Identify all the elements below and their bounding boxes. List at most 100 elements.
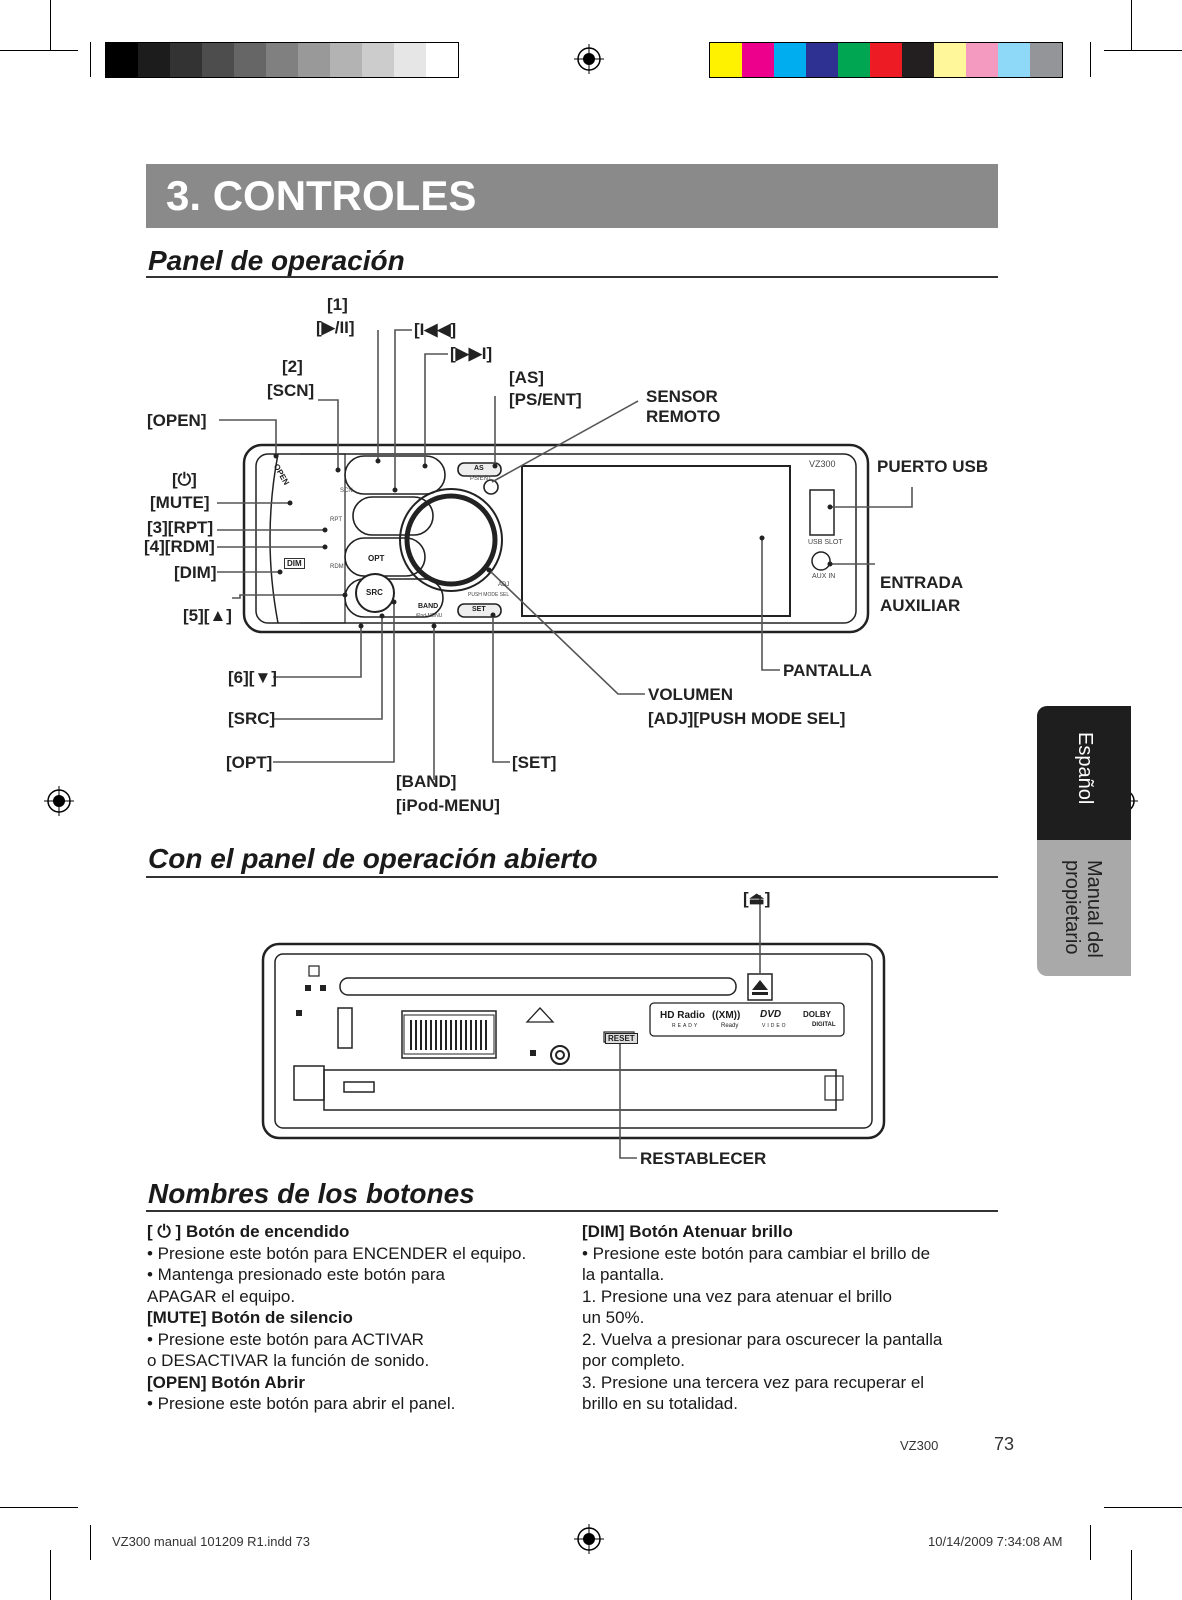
section-rule bbox=[146, 1210, 998, 1212]
desc-line: [OPEN] Botón Abrir bbox=[147, 1372, 306, 1392]
section-heading-button-names: Nombres de los botones bbox=[148, 1178, 475, 1209]
label-usb-port: PUERTO USB bbox=[877, 457, 989, 476]
label-1: [1] bbox=[327, 295, 348, 314]
band-button[interactable]: BAND bbox=[418, 603, 439, 610]
usb-slot-text: USB SLOT bbox=[808, 539, 843, 546]
tab-manual-line2: propietario bbox=[1061, 860, 1083, 955]
desc-line: • Presione este botón para ACTIVAR bbox=[147, 1329, 424, 1349]
label-restablecer: RESTABLECER bbox=[640, 1149, 767, 1168]
label-scn: [SCN] bbox=[267, 381, 315, 400]
color-swatch bbox=[710, 43, 742, 77]
color-swatch bbox=[1030, 43, 1062, 77]
desc-line: • Presione este botón para cambiar el br… bbox=[582, 1243, 931, 1263]
desc-line: 2. Vuelva a presionar para oscurecer la … bbox=[582, 1329, 943, 1349]
xm-ready-text: Ready bbox=[721, 1023, 739, 1029]
color-swatch bbox=[838, 43, 870, 77]
label-rdm: [4][RDM] bbox=[144, 537, 215, 556]
push-mode-text: PUSH MODE SEL bbox=[468, 592, 510, 598]
desc-line: [ ⏻ ] Botón de encendido bbox=[147, 1222, 350, 1241]
footer-filename: VZ300 manual 101209 R1.indd 73 bbox=[112, 1534, 311, 1549]
hd-radio-logo: HD Radio bbox=[660, 1010, 705, 1021]
rpt-small-text: RPT bbox=[330, 517, 342, 523]
section-rule bbox=[146, 876, 998, 878]
label-up: [5][▲] bbox=[183, 606, 232, 625]
label-eject: [⏏] bbox=[743, 889, 771, 908]
color-swatch bbox=[742, 43, 774, 77]
desc-line: un 50%. bbox=[582, 1308, 645, 1327]
desc-line: [DIM] Botón Atenuar brillo bbox=[582, 1222, 793, 1241]
open-panel-diagram bbox=[261, 895, 886, 1159]
ipod-menu-text: iPod-MENU bbox=[416, 613, 443, 619]
registration-mark-icon bbox=[574, 1524, 604, 1554]
section-heading-panel: Panel de operación bbox=[148, 245, 405, 276]
crop-mark bbox=[1090, 1525, 1091, 1560]
registration-mark-icon bbox=[574, 44, 604, 74]
color-swatch bbox=[394, 43, 426, 77]
color-swatch bbox=[998, 43, 1030, 77]
xm-logo: ((XM)) bbox=[712, 1010, 741, 1021]
color-swatch bbox=[138, 43, 170, 77]
tab-espanol[interactable]: Español bbox=[1037, 706, 1131, 840]
label-down: [6][▼] bbox=[228, 668, 277, 687]
color-swatch bbox=[202, 43, 234, 77]
crop-mark bbox=[50, 0, 51, 50]
as-button[interactable]: AS bbox=[474, 465, 484, 472]
crop-mark bbox=[1090, 42, 1091, 77]
footer-timestamp: 10/14/2009 7:34:08 AM bbox=[928, 1534, 1063, 1549]
desc-line: • Mantenga presionado este botón para bbox=[147, 1265, 445, 1284]
label-2: [2] bbox=[282, 357, 303, 376]
crop-mark bbox=[0, 50, 78, 51]
ps-ent-text: PS/ENT bbox=[470, 476, 492, 482]
label-remoto: REMOTO bbox=[646, 407, 721, 426]
rdm-small-text: RDM bbox=[330, 564, 344, 570]
label-prev: [I◀◀] bbox=[414, 320, 457, 339]
chapter-title: 3. CONTROLES bbox=[166, 172, 477, 219]
crop-mark bbox=[50, 1550, 51, 1600]
label-sensor: SENSOR bbox=[646, 387, 718, 406]
crop-mark bbox=[90, 42, 91, 77]
tab-espanol-label: Español bbox=[1074, 732, 1096, 805]
desc-line: • Presione este botón para abrir el pane… bbox=[147, 1394, 456, 1413]
color-swatch bbox=[362, 43, 394, 77]
operation-panel-diagram bbox=[217, 329, 913, 780]
dolby-logo: DOLBY bbox=[803, 1010, 831, 1019]
desc-line: brillo en su totalidad. bbox=[582, 1394, 738, 1413]
desc-line: por completo. bbox=[582, 1351, 685, 1370]
label-mute: [MUTE] bbox=[150, 493, 210, 512]
desc-line: o DESACTIVAR la función de sonido. bbox=[147, 1351, 430, 1370]
label-adj-push-mode-sel: [ADJ][PUSH MODE SEL] bbox=[648, 709, 846, 728]
color-swatch bbox=[266, 43, 298, 77]
page-number: 73 bbox=[994, 1434, 1015, 1454]
button-descriptions-right: [DIM] Botón Atenuar brillo • Presione es… bbox=[582, 1221, 942, 1415]
label-opt: [OPT] bbox=[226, 753, 273, 772]
crop-mark bbox=[1131, 1550, 1132, 1600]
reset-button[interactable]: RESET bbox=[605, 1033, 638, 1044]
crop-mark bbox=[1104, 50, 1182, 51]
label-dim: [DIM] bbox=[174, 563, 217, 582]
process-color-bar bbox=[709, 42, 1063, 78]
color-swatch bbox=[234, 43, 266, 77]
color-swatch bbox=[934, 43, 966, 77]
color-swatch bbox=[774, 43, 806, 77]
grayscale-color-bar bbox=[105, 42, 459, 78]
desc-line: 3. Presione una tercera vez para recuper… bbox=[582, 1372, 925, 1392]
color-swatch bbox=[902, 43, 934, 77]
color-swatch bbox=[806, 43, 838, 77]
src-button[interactable]: SRC bbox=[366, 588, 383, 597]
label-entrada: ENTRADA bbox=[880, 573, 964, 592]
dim-button[interactable]: DIM bbox=[284, 558, 305, 569]
desc-line: APAGAR el equipo. bbox=[147, 1286, 296, 1306]
section-heading-open-panel: Con el panel de operación abierto bbox=[148, 843, 598, 874]
page-model: VZ300 bbox=[900, 1438, 939, 1453]
label-volumen: VOLUMEN bbox=[648, 685, 733, 704]
label-set: [SET] bbox=[512, 753, 557, 772]
set-button[interactable]: SET bbox=[472, 606, 486, 613]
dolby-digital-text: DIGITAL bbox=[812, 1022, 836, 1028]
color-swatch bbox=[870, 43, 902, 77]
device-model-text: VZ300 bbox=[809, 459, 836, 469]
opt-button[interactable]: OPT bbox=[368, 554, 385, 563]
color-swatch bbox=[106, 43, 138, 77]
connector-pins bbox=[410, 1020, 488, 1050]
